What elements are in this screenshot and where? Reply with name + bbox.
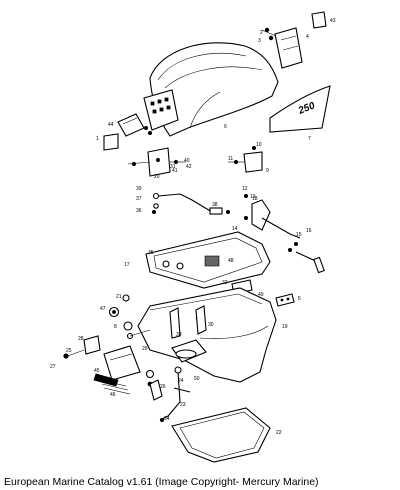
callout-label: 34 xyxy=(164,416,170,422)
callout-label: 15 xyxy=(296,232,302,238)
callout-label: 11 xyxy=(228,156,233,162)
callout-label: 14 xyxy=(232,226,238,232)
callout-label: 7 xyxy=(308,136,311,142)
callout-label: 4 xyxy=(306,34,309,40)
bottom-gasket xyxy=(171,407,271,463)
callout-label: 25 xyxy=(66,348,72,354)
top-cowl xyxy=(143,42,279,137)
id-plate xyxy=(275,293,295,307)
callout-label: 18 xyxy=(252,196,258,202)
callout-label: 47 xyxy=(100,306,106,312)
callout-label: 26 xyxy=(160,384,166,390)
callout-label: 6 xyxy=(224,124,227,130)
callout-label: 17 xyxy=(124,262,130,268)
callout-label: 21 xyxy=(116,294,122,300)
callout-label: 13 xyxy=(250,194,256,200)
linkage-rod xyxy=(151,192,230,215)
callout-label: 29 xyxy=(142,346,148,352)
callout-label: 49 xyxy=(258,292,264,298)
callout-label: 27 xyxy=(50,364,56,370)
callout-label: 43 xyxy=(330,18,336,24)
latch-bracket-left xyxy=(127,147,186,177)
callout-label: 39 xyxy=(136,186,142,192)
callout-label: 30 xyxy=(208,322,214,328)
callout-label: 46 xyxy=(110,392,116,398)
callout-label: 20 xyxy=(154,174,160,180)
callout-label: 48 xyxy=(228,258,234,264)
callout-label: 37 xyxy=(136,196,142,202)
callout-label: 1 xyxy=(96,136,99,142)
callout-label: 35 xyxy=(148,250,154,256)
callout-label: 10 xyxy=(256,142,262,148)
bottom-cowl xyxy=(137,287,277,383)
front-seal xyxy=(103,113,152,151)
bushings-left xyxy=(63,294,151,359)
callout-label: 5 xyxy=(298,296,301,302)
callout-label: 19 xyxy=(282,324,288,330)
cowl-seal-frame xyxy=(145,231,271,295)
callout-label: 2 xyxy=(260,30,263,36)
callout-label: 38 xyxy=(212,202,218,208)
latch-lever xyxy=(243,193,325,274)
callout-label: 41 xyxy=(172,168,178,174)
callout-label: 12 xyxy=(242,186,248,192)
callout-label: 33 xyxy=(176,332,182,338)
callout-label: 8 xyxy=(114,324,117,330)
callout-label: 9 xyxy=(266,168,269,174)
callout-label: 36 xyxy=(136,208,142,214)
cowl-decal: 250 xyxy=(269,85,331,133)
callout-label: 50 xyxy=(194,376,200,382)
callout-label: 23 xyxy=(180,402,186,408)
callout-label: 42 xyxy=(186,164,192,170)
callout-labels: 1 2 3 4 5 6 7 8 9 10 11 12 13 14 15 16 1… xyxy=(50,18,336,436)
image-caption: European Marine Catalog v1.61 (Image Cop… xyxy=(4,476,319,488)
latch-bracket-right xyxy=(228,145,263,173)
callout-label: 24 xyxy=(178,378,184,384)
callout-label: 32 xyxy=(222,280,228,286)
callout-label: 22 xyxy=(276,430,282,436)
cowl-latch-bracket xyxy=(261,11,327,69)
callout-label: 28 xyxy=(78,336,84,342)
parts-diagram: 2 50 xyxy=(50,11,336,463)
lower-lever xyxy=(149,366,191,422)
callout-label: 40 xyxy=(184,158,190,164)
cover-plate xyxy=(93,345,155,395)
callout-label: 45 xyxy=(94,368,100,374)
callout-label: 3 xyxy=(258,38,261,44)
callout-label: 31 xyxy=(170,164,176,170)
callout-label: 44 xyxy=(108,122,114,128)
callout-label: 16 xyxy=(306,228,312,234)
